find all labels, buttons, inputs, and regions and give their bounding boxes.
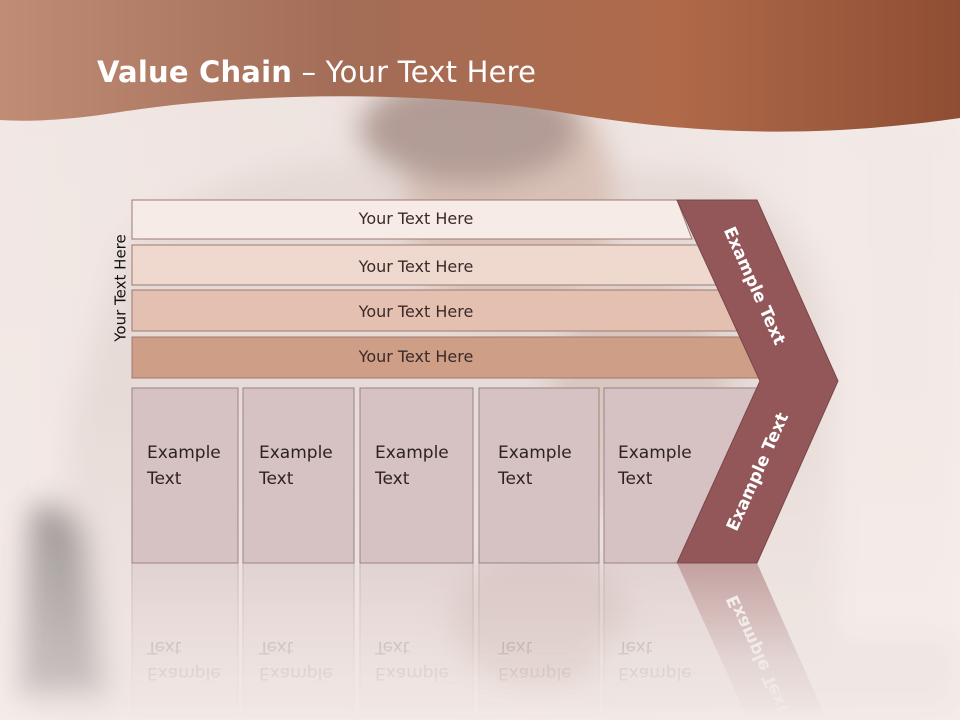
support-row-3: Your Text Here <box>131 289 740 332</box>
reflection-box-2-line-1: Example <box>259 663 333 683</box>
reflection-box-5-line-2: Text <box>617 637 653 657</box>
reflection-box-1-line-2: Text <box>146 637 182 657</box>
activity-box-5-line-2: Text <box>617 469 653 489</box>
reflection-box-4-line-2: Text <box>497 637 533 657</box>
reflection-box-3-line-1: Example <box>375 663 449 683</box>
title-bold: Value Chain <box>97 55 293 89</box>
side-label: Your Text Here <box>112 234 130 342</box>
activity-box-1: Example Text <box>131 387 239 564</box>
diagram-reflection: Example Text Example Text Example Text E… <box>131 562 827 720</box>
activity-box-1-line-1: Example <box>147 443 221 463</box>
activity-box-5: Example Text <box>603 387 763 564</box>
header-band <box>0 0 960 132</box>
activity-box-1-line-2: Text <box>146 469 182 489</box>
activity-box-3-line-1: Example <box>375 443 449 463</box>
reflection-box-4-line-1: Example <box>498 663 572 683</box>
support-row-4-label: Your Text Here <box>358 347 474 366</box>
reflection-box-2-line-2: Text <box>258 637 294 657</box>
activity-box-5-line-1: Example <box>618 443 692 463</box>
activity-box-2: Example Text <box>242 387 355 564</box>
support-row-4: Your Text Here <box>131 336 764 379</box>
support-row-1-label: Your Text Here <box>358 209 474 228</box>
activity-box-4: Example Text <box>478 387 600 564</box>
support-row-3-label: Your Text Here <box>358 302 474 321</box>
support-row-1: Your Text Here <box>131 199 693 240</box>
support-row-2: Your Text Here <box>131 244 717 286</box>
page-title: Value Chain – Your Text Here <box>97 55 536 89</box>
activity-box-4-line-2: Text <box>497 469 533 489</box>
activity-box-2-line-1: Example <box>259 443 333 463</box>
title-rest: – Your Text Here <box>292 55 537 89</box>
activity-box-4-line-1: Example <box>498 443 572 463</box>
activity-box-3: Example Text <box>359 387 474 564</box>
activity-box-3-line-2: Text <box>374 469 410 489</box>
support-row-2-label: Your Text Here <box>358 257 474 276</box>
reflection-box-1-line-1: Example <box>147 663 221 683</box>
activity-box-2-line-2: Text <box>258 469 294 489</box>
reflection-box-3-line-2: Text <box>374 637 410 657</box>
reflection-box-5-line-1: Example <box>618 663 692 683</box>
